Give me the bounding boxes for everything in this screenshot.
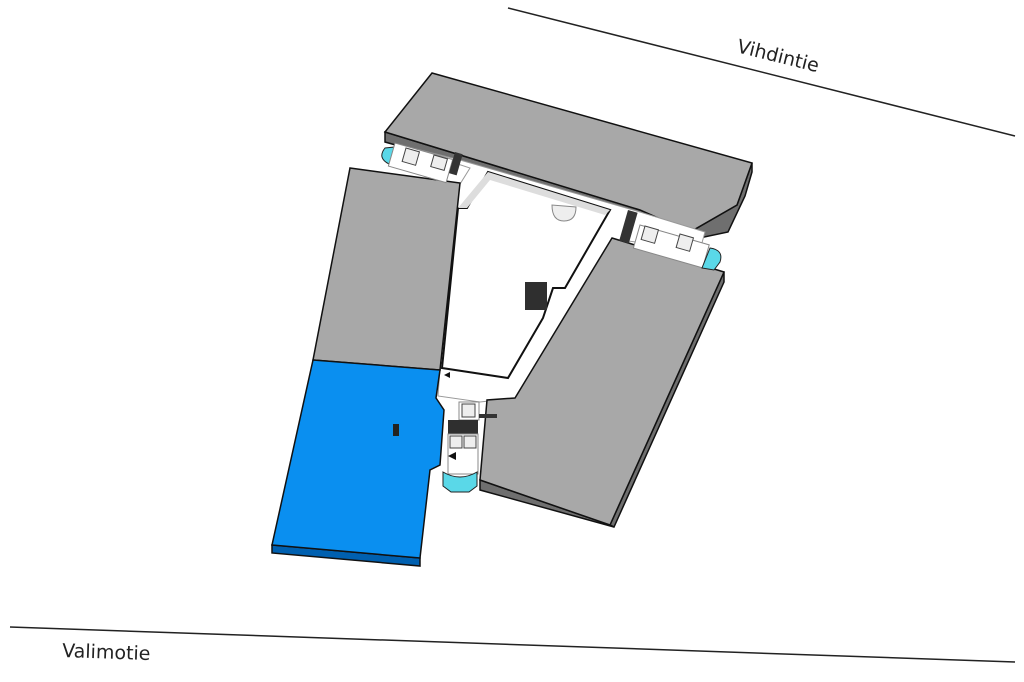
street-label-valimotie: Valimotie bbox=[62, 640, 151, 665]
toilet-niche bbox=[551, 204, 577, 222]
elevator-icon bbox=[640, 225, 660, 244]
street-line-valimotie bbox=[9, 626, 1016, 663]
left-wing-south-selected[interactable] bbox=[271, 359, 445, 567]
elevator-icon bbox=[449, 435, 463, 449]
stairwell-east[interactable] bbox=[619, 210, 722, 271]
stairwell-northwest[interactable] bbox=[381, 142, 463, 184]
right-wing[interactable] bbox=[479, 237, 726, 529]
direction-arrow-icon bbox=[444, 372, 450, 378]
street-line-vihdintie bbox=[507, 7, 1016, 137]
elevator-icon bbox=[463, 435, 477, 449]
elevator-core bbox=[525, 282, 547, 310]
elevator-icon bbox=[430, 154, 449, 172]
corridor bbox=[399, 144, 706, 403]
elevator-icon bbox=[675, 233, 695, 252]
elevator-icon bbox=[461, 403, 476, 418]
direction-arrow-icon bbox=[448, 452, 456, 460]
street-label-vihdintie: Vihdintie bbox=[735, 36, 822, 78]
room-marker bbox=[393, 424, 399, 436]
left-wing-north[interactable] bbox=[312, 167, 461, 371]
stairwell-south[interactable] bbox=[442, 401, 497, 493]
elevator-icon bbox=[401, 147, 421, 166]
